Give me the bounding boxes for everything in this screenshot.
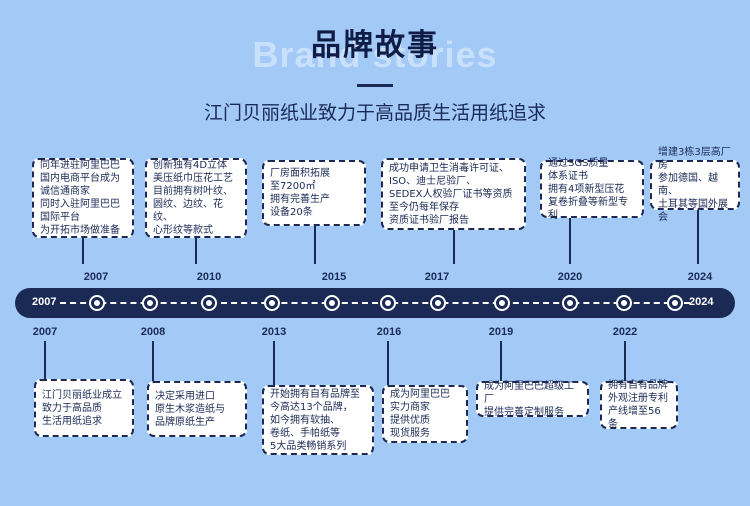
event-box-top-2007: 同年进驻阿里巴巴 国内电商平台成为 诚信通商家 同时入驻阿里巴巴 国际平台 为开… [32, 158, 134, 238]
title-underline [357, 84, 393, 87]
event-text: 成为阿里巴巴 实力商家 提供优质 现货服务 [390, 389, 450, 439]
timeline-node [380, 295, 396, 311]
event-box-bottom-2022: 拥有自有品牌 外观注册专利 产线增至56条 [600, 380, 678, 430]
timeline-node [264, 295, 280, 311]
event-text: 成功申请卫生消毒许可证、 ISO、迪士尼验厂、 SEDEX人权验厂证书等资质 至… [389, 162, 513, 226]
connector-line [569, 218, 571, 264]
year-label: 2019 [488, 326, 514, 338]
timeline-node [667, 295, 683, 311]
timeline-node [494, 295, 510, 311]
connector-line [697, 210, 699, 264]
connector-line [44, 341, 46, 379]
year-label: 2007 [32, 326, 58, 338]
event-text: 增建3栋3层高厂房 参加德国、越南、 土耳其等国外展会 [658, 147, 731, 223]
year-label: 2013 [261, 326, 287, 338]
timeline-node [142, 295, 158, 311]
event-box-bottom-2019: 成为阿里巴巴超级工厂 提供完善定制服务 [476, 380, 589, 418]
timeline-node [562, 295, 578, 311]
event-text: 通过SGS质量 体系证书 拥有4项新型压花 复卷折叠等新型专利 [548, 157, 628, 221]
year-label: 2017 [424, 271, 450, 283]
event-box-top-2020: 通过SGS质量 体系证书 拥有4项新型压花 复卷折叠等新型专利 [540, 158, 644, 221]
event-text: 创新独有4D立体 美压纸巾压花工艺 目前拥有树叶纹、 圆纹、边纹、花纹、 心形纹… [153, 160, 233, 236]
event-text: 厂房面积拓展 至7200㎡ 拥有完善生产 设备20条 [270, 168, 330, 218]
event-text: 同年进驻阿里巴巴 国内电商平台成为 诚信通商家 同时入驻阿里巴巴 国际平台 为开… [40, 160, 120, 236]
timeline-node [616, 295, 632, 311]
connector-line [273, 341, 275, 385]
year-label: 2020 [557, 271, 583, 283]
year-label: 2015 [321, 271, 347, 283]
timeline-start-label: 2007 [32, 296, 57, 308]
connector-line [314, 226, 316, 264]
timeline-node [201, 295, 217, 311]
event-box-top-2015: 厂房面积拓展 至7200㎡ 拥有完善生产 设备20条 [262, 160, 366, 226]
timeline-node [430, 295, 446, 311]
connector-line [500, 341, 502, 381]
event-text: 拥有自有品牌 外观注册专利 产线增至56条 [608, 380, 668, 430]
timeline-node [89, 295, 105, 311]
event-text: 决定采用进口 原生木浆造纸与 品牌原纸生产 [155, 390, 225, 428]
connector-line [387, 341, 389, 385]
year-label: 2008 [140, 326, 166, 338]
event-box-bottom-2013: 开始拥有自有品牌至 今高达13个品牌， 如今拥有软抽、 卷纸、手帕纸等 5大品类… [262, 385, 374, 455]
event-box-bottom-2008: 决定采用进口 原生木浆造纸与 品牌原纸生产 [147, 381, 247, 437]
event-box-top-2010: 创新独有4D立体 美压纸巾压花工艺 目前拥有树叶纹、 圆纹、边纹、花纹、 心形纹… [145, 158, 247, 238]
event-text: 江门贝丽纸业成立 致力于高品质 生活用纸追求 [42, 389, 122, 427]
year-label: 2007 [83, 271, 109, 283]
page-subtitle: 江门贝丽纸业致力于高品质生活用纸追求 [203, 102, 546, 124]
connector-line [453, 230, 455, 264]
event-text: 成为阿里巴巴超级工厂 提供完善定制服务 [484, 380, 574, 418]
event-box-top-2024: 增建3栋3层高厂房 参加德国、越南、 土耳其等国外展会 [650, 147, 740, 223]
connector-line [152, 341, 154, 381]
page-title: 品牌故事 [311, 28, 439, 63]
event-box-bottom-2007: 江门贝丽纸业成立 致力于高品质 生活用纸追求 [34, 379, 134, 437]
event-box-bottom-2016: 成为阿里巴巴 实力商家 提供优质 现货服务 [382, 385, 468, 443]
timeline-node [324, 295, 340, 311]
event-box-top-2017: 成功申请卫生消毒许可证、 ISO、迪士尼验厂、 SEDEX人权验厂证书等资质 至… [381, 158, 526, 230]
timeline-end-label: 2024 [689, 296, 714, 308]
year-label: 2022 [612, 326, 638, 338]
connector-line [624, 341, 626, 381]
background-watermark-text: Brand stories [252, 34, 498, 75]
year-label: 2024 [687, 271, 713, 283]
connector-line [195, 238, 197, 264]
timeline-dashes [60, 302, 690, 304]
year-label: 2010 [196, 271, 222, 283]
event-text: 开始拥有自有品牌至 今高达13个品牌， 如今拥有软抽、 卷纸、手帕纸等 5大品类… [270, 388, 360, 452]
connector-line [82, 238, 84, 264]
year-label: 2016 [376, 326, 402, 338]
